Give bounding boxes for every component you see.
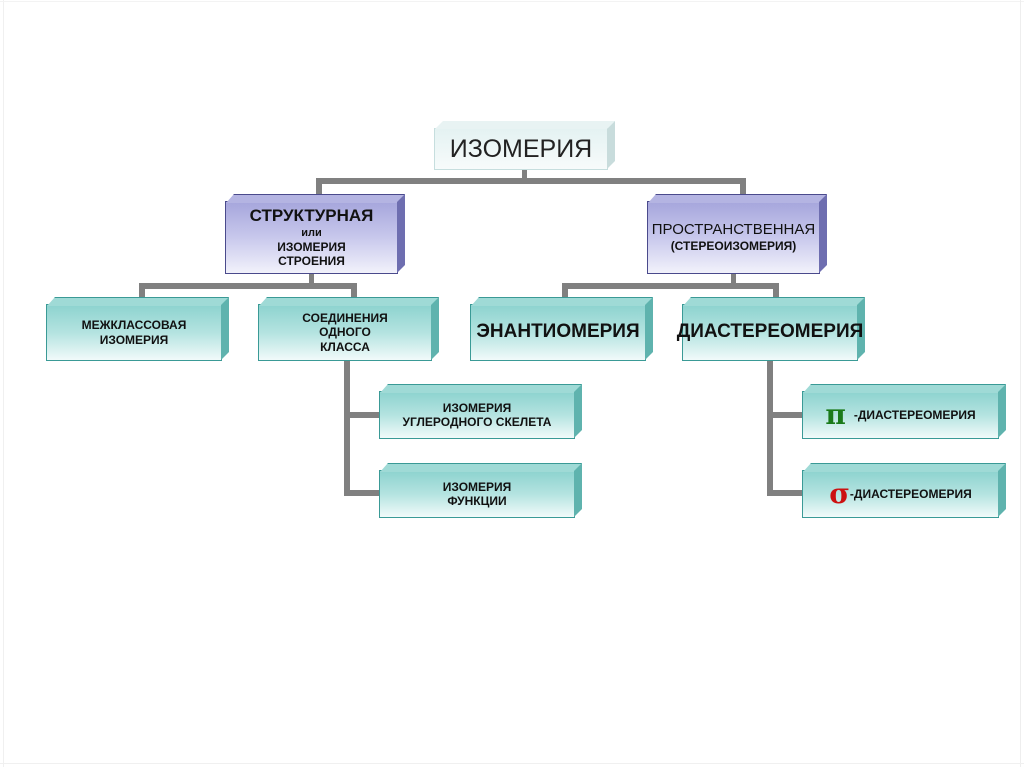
interclass-line2: ИЗОМЕРИЯ	[99, 332, 169, 347]
box-top-face	[259, 297, 439, 306]
pi-symbol-icon: π	[825, 398, 846, 432]
connector-pi-branch	[767, 412, 803, 418]
box-side-face	[574, 463, 582, 517]
box-top-face	[683, 297, 865, 306]
slide-border-top	[0, 1, 1024, 2]
connector-sameclass-trunk	[344, 360, 350, 496]
sigma-label: -ДИАСТЕРЕОМЕРИЯ	[849, 486, 972, 501]
connector-structural-drop	[316, 178, 322, 194]
connector-diastereo-drop	[773, 283, 779, 299]
connector-root-bar	[316, 178, 746, 184]
connector-root-stem	[522, 168, 527, 182]
box-side-face	[819, 194, 827, 273]
function-line1: ИЗОМЕРИЯ	[442, 479, 512, 494]
box-top-face	[803, 384, 1006, 393]
box-top-face	[803, 463, 1006, 472]
connector-skeleton-branch	[344, 412, 380, 418]
node-isomerism-root: ИЗОМЕРИЯ	[434, 128, 608, 170]
connector-function-branch	[344, 490, 380, 496]
structural-line4: СТРОЕНИЯ	[278, 254, 345, 269]
node-enantiomerism: ЭНАНТИОМЕРИЯ	[470, 304, 646, 361]
sameclass-line1: СОЕДИНЕНИЯ	[302, 310, 388, 325]
connector-spatial-drop	[740, 178, 746, 194]
node-diastereomerism: ДИАСТЕРЕОМЕРИЯ	[677, 304, 858, 361]
slide-border-bottom	[0, 763, 1024, 764]
skeleton-line1: ИЗОМЕРИЯ	[442, 400, 512, 415]
pi-label: -ДИАСТЕРЕОМЕРИЯ	[853, 407, 976, 422]
connector-sigma-branch	[767, 490, 803, 496]
box-top-face	[471, 297, 653, 306]
enantiomerism-label: ЭНАНТИОМЕРИЯ	[476, 321, 640, 343]
connector-spatial-stem	[731, 273, 736, 287]
interclass-line1: МЕЖКЛАССОВАЯ	[81, 318, 187, 333]
connector-sameclass-drop	[351, 283, 357, 299]
box-top-face	[380, 463, 582, 472]
spatial-title: ПРОСТРАНСТВЕННАЯ	[651, 221, 816, 239]
node-carbon-skeleton: ИЗОМЕРИЯ УГЛЕРОДНОГО СКЕЛЕТА	[379, 391, 575, 439]
box-side-face	[998, 384, 1006, 438]
connector-structural-bar	[139, 283, 357, 289]
box-top-face	[435, 121, 615, 129]
node-sigma-diastereomerism: σ -ДИАСТЕРЕОМЕРИЯ	[802, 470, 999, 518]
node-function-isomerism: ИЗОМЕРИЯ ФУНКЦИИ	[379, 470, 575, 518]
structural-title: СТРУКТУРНАЯ	[249, 206, 374, 226]
box-side-face	[431, 297, 439, 360]
box-side-face	[574, 384, 582, 438]
sigma-symbol-icon: σ	[829, 477, 850, 511]
connector-interclass-drop	[139, 283, 145, 299]
box-side-face	[645, 297, 653, 360]
connector-enantio-drop	[562, 283, 568, 299]
box-side-face	[221, 297, 229, 360]
connector-diastereo-trunk	[767, 360, 773, 496]
box-top-face	[648, 194, 827, 203]
skeleton-line2: УГЛЕРОДНОГО СКЕЛЕТА	[402, 415, 552, 429]
node-interclass: МЕЖКЛАССОВАЯ ИЗОМЕРИЯ	[46, 304, 222, 361]
connector-spatial-bar	[562, 283, 779, 289]
diastereomerism-label: ДИАСТЕРЕОМЕРИЯ	[676, 321, 864, 343]
node-same-class: СОЕДИНЕНИЯ ОДНОГО КЛАССА	[258, 304, 432, 361]
box-side-face	[998, 463, 1006, 517]
sameclass-line3: КЛАССА	[320, 339, 370, 354]
box-side-face	[607, 121, 615, 169]
box-top-face	[226, 194, 405, 203]
slide-border-left	[3, 0, 4, 767]
connector-structural-stem	[309, 273, 314, 287]
node-structural: СТРУКТУРНАЯ или ИЗОМЕРИЯ СТРОЕНИЯ	[225, 201, 398, 274]
node-spatial: ПРОСТРАНСТВЕННАЯ (СТЕРЕОИЗОМЕРИЯ)	[647, 201, 820, 274]
sameclass-line2: ОДНОГО	[319, 325, 371, 340]
slide-border-right	[1020, 0, 1021, 767]
root-label: ИЗОМЕРИЯ	[449, 135, 593, 163]
node-pi-diastereomerism: π -ДИАСТЕРЕОМЕРИЯ	[802, 391, 999, 439]
structural-or: или	[301, 226, 322, 239]
box-top-face	[380, 384, 582, 393]
function-line2: ФУНКЦИИ	[447, 494, 507, 508]
box-top-face	[47, 297, 229, 306]
spatial-subtitle: (СТЕРЕОИЗОМЕРИЯ)	[670, 239, 797, 254]
box-side-face	[397, 194, 405, 273]
structural-line3: ИЗОМЕРИЯ	[277, 239, 346, 254]
box-side-face	[857, 297, 865, 360]
